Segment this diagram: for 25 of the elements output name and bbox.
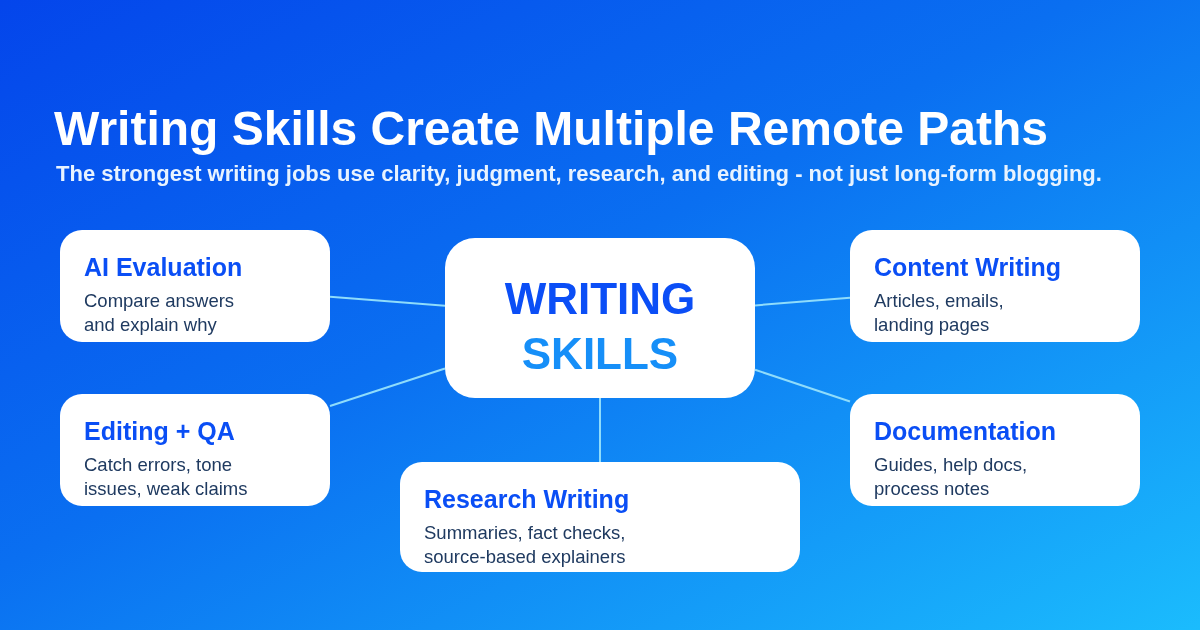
- card-heading: Editing + QA: [84, 416, 235, 447]
- connector-line: [329, 367, 446, 407]
- hub-card: [445, 238, 755, 398]
- skill-card: [850, 394, 1140, 506]
- connector-line: [599, 397, 601, 463]
- connector-line: [754, 296, 851, 307]
- hub-title: WRITING: [504, 273, 696, 325]
- card-heading: Research Writing: [424, 484, 630, 515]
- title: Writing Skills Create Multiple Remote Paths: [54, 101, 1048, 157]
- connector-line: [329, 295, 446, 307]
- card-description: Articles, emails, landing pages: [874, 289, 1005, 337]
- card-heading: AI Evaluation: [84, 252, 243, 283]
- skill-card: [60, 394, 330, 506]
- skill-card: [850, 230, 1140, 342]
- skill-card: [400, 462, 800, 572]
- skill-card: [60, 230, 330, 342]
- card-description: Guides, help docs, process notes: [874, 453, 1029, 501]
- connector-line: [754, 368, 851, 403]
- card-description: Compare answers and explain why: [84, 289, 236, 337]
- hub-title: SKILLS: [521, 328, 679, 380]
- card-description: Catch errors, tone issues, weak claims: [84, 453, 249, 501]
- card-heading: Content Writing: [874, 252, 1061, 283]
- card-description: Summaries, fact checks, source-based explainers: [424, 521, 627, 569]
- subtitle: The strongest writing jobs use clarity, judgment, research, and editing - not just long-form blogging.: [56, 160, 1102, 188]
- card-heading: Documentation: [874, 416, 1056, 447]
